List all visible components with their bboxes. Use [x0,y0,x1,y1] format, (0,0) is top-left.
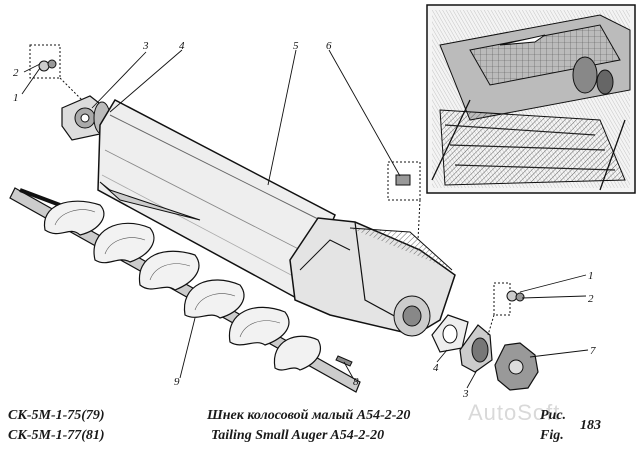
inset-combine-view [426,4,636,194]
auger-housing-tube [97,99,456,337]
callout-2-left: 2 [13,67,19,79]
model-code-1: СК-5М-1-75(79) [8,408,105,423]
model-code-2: СК-5М-1-77(81) [8,428,105,443]
callout-1-right: 1 [588,270,594,282]
figure-title-english: Tailing Small Auger A54-2-20 [211,428,385,443]
leader-lines [21,49,589,389]
watermark: AutoSoft [468,400,561,425]
right-bearing-housing [459,324,493,373]
mounting-bolt [387,161,421,241]
callout-9: 9 [174,376,180,388]
callout-3-bottom: 3 [462,388,469,400]
drive-sprocket [494,342,539,391]
callout-8: 8 [353,376,359,388]
right-gasket [431,314,469,353]
callout-1-left: 1 [13,92,19,104]
callout-3-top: 3 [142,40,149,52]
figure-title-russian: Шнек колосовой малый А54-2-20 [207,408,411,423]
callout-6: 6 [326,40,332,52]
figure-label-russian: Рис. [540,408,567,423]
callout-labels: 2 1 3 4 5 6 1 2 7 9 8 4 3 [13,40,596,400]
callout-7: 7 [590,345,596,357]
callout-2-right: 2 [588,293,594,305]
left-bolt-set [29,44,83,101]
auger-screw [9,187,361,393]
callout-4-bottom: 4 [433,362,439,374]
figure-label-english: Fig. [540,428,564,443]
right-bolt-set [487,282,525,336]
callout-4-top: 4 [179,40,185,52]
callout-5: 5 [293,40,299,52]
figure-number: 183 [580,418,601,433]
